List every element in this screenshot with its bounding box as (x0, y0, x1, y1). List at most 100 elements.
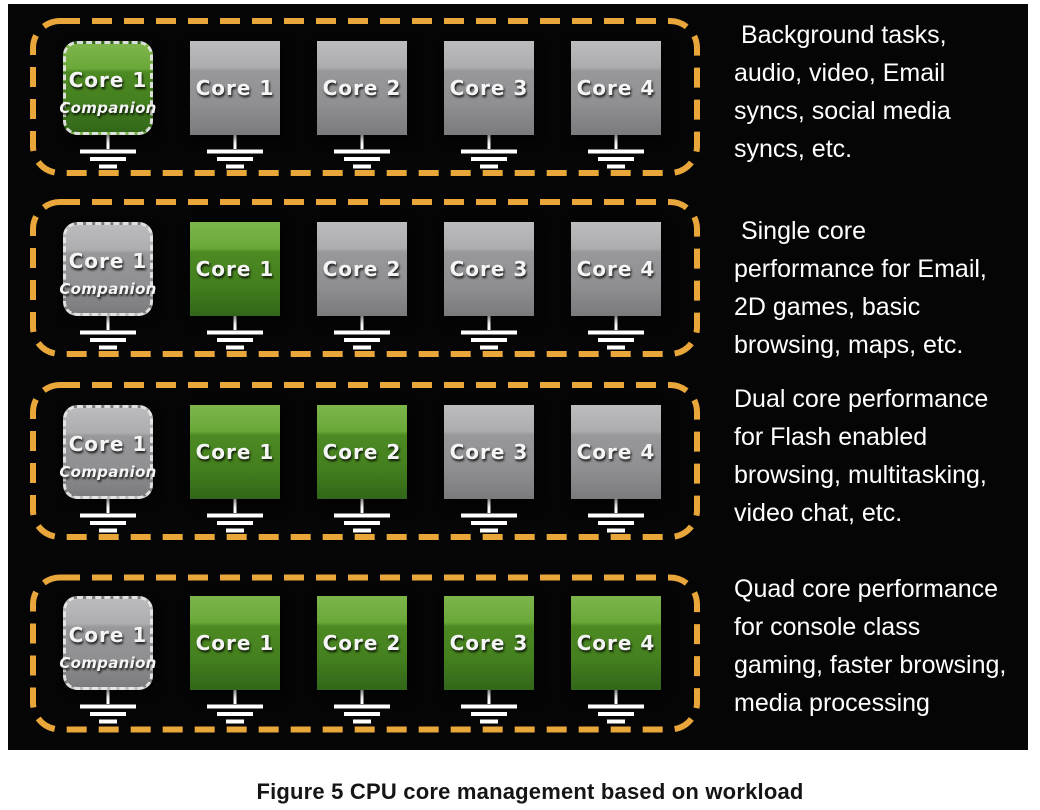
core-unit: Core 2 (317, 222, 407, 352)
core-label: Core 1 (195, 257, 275, 281)
core-label: Core 4 (576, 76, 656, 100)
companion-sublabel: Companion (59, 654, 157, 672)
core-label: Core 1 (68, 68, 148, 92)
core-chip: Core 4 (571, 222, 661, 316)
companion-core-unit: Core 1 Companion (59, 596, 156, 726)
core-chip-group: Core 1 Companion Core 1 (29, 381, 701, 541)
description-line: Quad core performance (734, 575, 999, 603)
core-chip: Core 3 (444, 596, 534, 690)
core-label: Core 3 (449, 257, 529, 281)
core-unit: Core 4 (571, 405, 661, 535)
core-chip: Core 2 (317, 596, 407, 690)
ground-icon (334, 689, 390, 724)
core-label: Core 1 (195, 440, 275, 464)
core-label: Core 1 (195, 76, 275, 100)
description-line: 2D games, basic (734, 293, 921, 321)
description-line: syncs, etc. (734, 135, 853, 163)
ground-icon (461, 689, 517, 724)
description-line: video chat, etc. (734, 499, 903, 527)
core-label: Core 4 (576, 440, 656, 464)
core-label: Core 1 (68, 432, 148, 456)
row-description-dual-core: Dual core performance for Flash enabled … (734, 380, 1026, 532)
companion-sublabel: Companion (59, 99, 157, 117)
companion-sublabel: Companion (59, 463, 157, 481)
ground-icon (334, 315, 390, 350)
ground-icon (461, 498, 517, 533)
core-unit: Core 1 (190, 41, 280, 171)
row-dashed-border (30, 199, 700, 357)
companion-core-chip: Core 1 Companion (59, 596, 156, 690)
companion-core-chip: Core 1 Companion (59, 405, 156, 499)
core-unit: Core 1 (190, 222, 280, 352)
core-unit: Core 2 (317, 405, 407, 535)
core-chip: Core 3 (444, 405, 534, 499)
core-label: Core 2 (322, 440, 402, 464)
description-line: for Flash enabled (734, 423, 928, 451)
row-description-single-core: Single core performance for Email, 2D ga… (734, 212, 1026, 364)
core-chip: Core 4 (571, 596, 661, 690)
ground-icon (588, 689, 644, 724)
row-description-quad-core: Quad core performance for console class … (734, 570, 1026, 722)
core-unit: Core 4 (571, 41, 661, 171)
core-unit: Core 2 (317, 596, 407, 726)
core-chip: Core 1 (190, 222, 280, 316)
description-line: Background tasks, (734, 21, 947, 49)
description-line: gaming, faster browsing, (734, 651, 1007, 679)
description-line: media processing (734, 689, 930, 717)
core-unit: Core 3 (444, 41, 534, 171)
ground-icon (461, 134, 517, 169)
core-chip: Core 1 (190, 41, 280, 135)
core-label: Core 4 (576, 257, 656, 281)
ground-icon (207, 689, 263, 724)
core-unit: Core 1 (190, 596, 280, 726)
core-label: Core 2 (322, 631, 402, 655)
core-chip: Core 4 (571, 405, 661, 499)
diagram-panel: Core 1 Companion Core 1 (8, 4, 1028, 750)
ground-icon (80, 498, 136, 533)
row-dashed-border (30, 382, 700, 540)
core-unit: Core 3 (444, 222, 534, 352)
figure-caption: Figure 5 CPU core management based on wo… (256, 779, 804, 804)
core-label: Core 4 (576, 631, 656, 655)
core-label: Core 3 (449, 76, 529, 100)
workload-row-single-core: Core 1 Companion Core 1 (29, 198, 701, 358)
core-label: Core 1 (68, 623, 148, 647)
core-unit: Core 4 (571, 222, 661, 352)
row-dashed-border (30, 18, 700, 176)
ground-icon (80, 689, 136, 724)
core-label: Core 1 (68, 249, 148, 273)
description-line: browsing, maps, etc. (734, 331, 964, 359)
description-line: Dual core performance (734, 385, 989, 413)
companion-core-unit: Core 1 Companion (59, 41, 156, 171)
core-unit: Core 3 (444, 596, 534, 726)
ground-icon (588, 134, 644, 169)
ground-icon (461, 315, 517, 350)
core-chip: Core 2 (317, 41, 407, 135)
core-unit: Core 1 (190, 405, 280, 535)
core-label: Core 2 (322, 76, 402, 100)
workload-row-quad-core: Core 1 Companion Core 1 (29, 572, 701, 735)
core-chip-group: Core 1 Companion Core 1 (29, 17, 701, 177)
ground-icon (207, 498, 263, 533)
ground-icon (80, 134, 136, 169)
core-chip-group: Core 1 Companion Core 1 (29, 572, 701, 735)
companion-core-chip: Core 1 Companion (59, 41, 156, 135)
workload-row-dual-core: Core 1 Companion Core 1 (29, 381, 701, 541)
core-chip: Core 2 (317, 405, 407, 499)
core-label: Core 1 (195, 631, 275, 655)
companion-core-chip: Core 1 Companion (59, 222, 156, 316)
core-unit: Core 3 (444, 405, 534, 535)
core-chip: Core 3 (444, 222, 534, 316)
ground-icon (80, 315, 136, 350)
row-description-background-tasks: Background tasks, audio, video, Email sy… (734, 16, 1026, 168)
workload-row-background-tasks: Core 1 Companion Core 1 (29, 17, 701, 177)
description-line: audio, video, Email (734, 59, 946, 87)
core-chip: Core 3 (444, 41, 534, 135)
core-chip: Core 1 (190, 405, 280, 499)
companion-core-unit: Core 1 Companion (59, 222, 156, 352)
core-unit: Core 4 (571, 596, 661, 726)
core-unit: Core 2 (317, 41, 407, 171)
companion-sublabel: Companion (59, 280, 157, 298)
description-line: Single core (734, 217, 867, 245)
core-chip: Core 2 (317, 222, 407, 316)
